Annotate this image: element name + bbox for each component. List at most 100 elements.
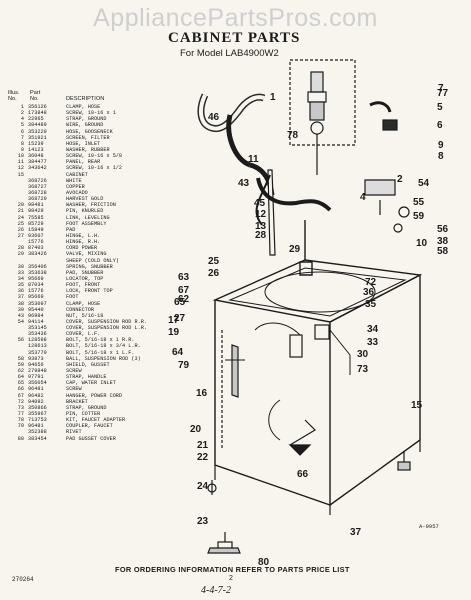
parts-row: 352388 RIVET — [8, 429, 186, 435]
illus-no: 78 — [17, 417, 24, 424]
illus-no: 25 — [17, 220, 24, 227]
callout-label: 58 — [437, 246, 449, 257]
part-no: 14123 — [28, 146, 44, 153]
part-no: 352388 — [28, 429, 47, 436]
part-description: PAD — [66, 226, 76, 233]
callout-label: 8 — [438, 151, 444, 162]
illus-no: 79 — [17, 423, 24, 430]
illus-no: 6 — [20, 128, 24, 135]
part-description: CLAMP, HOSE — [66, 104, 101, 110]
hose-clamp-right — [369, 101, 398, 131]
callout-label: 20 — [190, 424, 202, 435]
callout-label: 67 — [178, 285, 190, 296]
parts-row: 26 15849 PAD — [8, 227, 186, 233]
illus-no: 77 — [17, 411, 24, 418]
parts-row: SHEEP (COLD ONLY) — [8, 258, 186, 264]
part-description: FOOT — [66, 294, 79, 301]
part-no: 85729 — [28, 220, 44, 227]
parts-row: 25 85729 FOOT ASSEMBLY — [8, 221, 186, 227]
part-description: SCREEN, FILTER — [66, 134, 110, 141]
illus-no: 65 — [17, 380, 24, 387]
callout-label: 23 — [197, 516, 209, 527]
part-no: 353770 — [28, 349, 47, 356]
page-title: CABINET PARTS — [168, 30, 301, 46]
illus-no: 35 — [17, 282, 24, 289]
callout-label: 9 — [438, 140, 444, 151]
literature-code: 270264 — [12, 576, 34, 583]
model-subtitle: For Model LAB4900W2 — [180, 48, 279, 59]
callout-label: 46 — [208, 112, 220, 123]
parts-row: 77 355967 PIN, COTTER — [8, 411, 186, 417]
part-description: CABINET — [66, 171, 88, 178]
part-description: SCREW, 10-16 x 1 — [66, 110, 116, 117]
part-description: COUPLER, FAUCET — [66, 423, 113, 430]
part-description: COVER, SUSPENSION ROD L.R. — [66, 325, 147, 332]
callout-label: 4 — [360, 192, 366, 203]
illus-no: 58 — [17, 355, 24, 362]
part-no: 368728 — [28, 189, 47, 196]
illus-no: 27 — [17, 232, 24, 239]
part-description: LOCATOR, TOP — [66, 275, 104, 282]
part-description: RIVET — [66, 429, 82, 436]
callout-label: 12 — [255, 209, 267, 220]
part-no: 353638 — [28, 269, 47, 276]
callout-label: 29 — [289, 244, 301, 255]
part-description: STRAP, HANDLE — [66, 374, 107, 381]
illus-no: 26 — [17, 226, 24, 233]
part-no: 94656 — [28, 361, 44, 368]
illus-no: 1 — [20, 104, 24, 110]
illus-no: 15 — [17, 171, 24, 178]
callout-label: 45 — [254, 198, 266, 209]
part-description: BOLT, 5/16-18 x 3/4 L.R. — [66, 343, 141, 350]
callout-label: 11 — [248, 154, 259, 165]
description-header: DESCRIPTION — [66, 96, 105, 102]
site-watermark: AppliancePartsPros.com — [93, 4, 378, 32]
illus-no: 10 — [17, 153, 24, 160]
callout-label: 63 — [178, 272, 190, 283]
part-no: 15239 — [28, 140, 44, 147]
part-description: PIN, COTTER — [66, 411, 101, 418]
part-description: STRAP, GROUND — [66, 404, 107, 411]
part-no: 355967 — [28, 411, 47, 418]
part-description: FOOT ASSEMBLY — [66, 220, 107, 227]
callout-label: 19 — [168, 327, 180, 338]
part-description: PANEL, REAR — [66, 159, 101, 166]
part-description: CORD POWER — [66, 245, 98, 252]
illus-no: 64 — [17, 374, 24, 381]
part-no: 93607 — [28, 232, 44, 239]
part-description: HINGE, R.H. — [66, 239, 101, 246]
part-description: HANGER, POWER CORD — [66, 392, 123, 399]
illus-no: 20 — [17, 202, 24, 209]
part-description: NUT, 5/16-18 — [66, 312, 104, 319]
part-description: SHIELD, GUSSET — [66, 361, 110, 368]
part-description: FOOT, FRONT — [66, 282, 101, 289]
part-description: LINK, LEVELING — [66, 214, 110, 221]
callout-label: 15 — [411, 400, 423, 411]
illus-no: 54 — [17, 318, 24, 325]
part-no: 353436 — [28, 331, 47, 338]
callout-label: 16 — [196, 388, 208, 399]
part-no-header: Part No. — [30, 90, 41, 102]
part-description: HOSE, GOOSENECK — [66, 128, 113, 135]
callout-label: 21 — [197, 440, 209, 451]
part-no: 98481 — [28, 202, 44, 209]
part-no: 87034 — [28, 282, 44, 289]
part-no: 15849 — [28, 226, 44, 233]
part-no: 75585 — [28, 214, 44, 221]
